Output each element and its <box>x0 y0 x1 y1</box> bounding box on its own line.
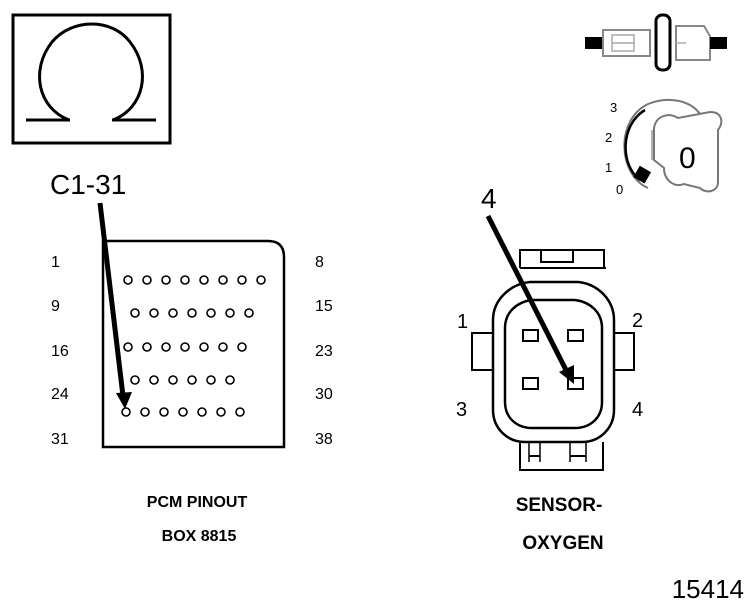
pcm-pin <box>225 308 235 318</box>
pcm-connector-body <box>101 239 286 449</box>
pcm-pin <box>199 275 209 285</box>
pcm-pin <box>235 407 245 417</box>
ignition-position-0: 0 <box>616 182 623 197</box>
pcm-pin <box>140 407 150 417</box>
pcm-pin <box>121 407 131 417</box>
pcm-pin <box>199 342 209 352</box>
pcm-caption-title: PCM PINOUT <box>147 494 248 511</box>
pcm-pin <box>159 407 169 417</box>
pcm-pin <box>142 275 152 285</box>
pcm-pin <box>216 407 226 417</box>
pcm-callout-arrow <box>97 202 132 409</box>
sensor-terminal-4 <box>567 377 584 390</box>
ohm-meter-box <box>11 13 172 145</box>
pcm-pin-grid <box>121 275 266 417</box>
ignition-switch-icon: 3 2 1 0 0 <box>605 98 723 197</box>
pcm-pin <box>123 275 133 285</box>
pcm-pin <box>237 342 247 352</box>
pcm-pin <box>187 375 197 385</box>
pcm-pin <box>244 308 254 318</box>
pcm-pin <box>218 342 228 352</box>
pcm-callout-label: C1-31 <box>50 169 126 200</box>
pcm-pin <box>237 275 247 285</box>
pcm-right-label-30: 30 <box>315 386 333 403</box>
pcm-pin <box>168 375 178 385</box>
sensor-callout-label: 4 <box>481 183 497 214</box>
pcm-pin <box>168 308 178 318</box>
pcm-pin <box>206 375 216 385</box>
pcm-right-label-38: 38 <box>315 431 333 448</box>
pcm-pin <box>197 407 207 417</box>
pcm-right-label-15: 15 <box>315 298 333 315</box>
pcm-pin <box>180 275 190 285</box>
pcm-pin <box>149 308 159 318</box>
pcm-pin <box>142 342 152 352</box>
sensor-pin-label-4: 4 <box>632 399 643 421</box>
pcm-pin <box>130 308 140 318</box>
pcm-pin <box>218 275 228 285</box>
ignition-key-label: 0 <box>679 142 696 175</box>
pcm-pin <box>130 375 140 385</box>
sensor-caption-line1: SENSOR- <box>516 495 603 516</box>
sensor-pin-label-1: 1 <box>457 311 468 333</box>
ignition-position-3: 3 <box>610 100 617 115</box>
pcm-pin <box>149 375 159 385</box>
sensor-terminal-3 <box>522 377 539 390</box>
pcm-pin <box>180 342 190 352</box>
pcm-pin <box>187 308 197 318</box>
figure-number: 15414 <box>672 574 744 604</box>
pcm-pin <box>161 275 171 285</box>
pcm-pin <box>161 342 171 352</box>
pcm-pinout: C1-31 1 9 16 24 31 8 15 23 30 38 PCM PIN… <box>50 169 333 545</box>
pcm-left-label-31: 31 <box>51 431 69 448</box>
pcm-pin <box>256 275 266 285</box>
sensor-pin-label-3: 3 <box>456 399 467 421</box>
ignition-position-2: 2 <box>605 130 612 145</box>
sensor-pin-label-2: 2 <box>632 310 643 332</box>
pcm-pin <box>123 342 133 352</box>
ignition-position-1: 1 <box>605 160 612 175</box>
ohm-icon <box>26 22 156 122</box>
sensor-terminal-2 <box>567 329 584 342</box>
pcm-pin <box>178 407 188 417</box>
oxygen-sensor-connector: 4 1 2 3 4 SENSOR- OXYGEN <box>456 183 643 554</box>
pcm-right-label-23: 23 <box>315 343 333 360</box>
pcm-pin <box>225 375 235 385</box>
pcm-left-label-24: 24 <box>51 386 69 403</box>
disconnected-connector-icon <box>585 13 727 72</box>
sensor-caption-line2: OXYGEN <box>522 533 603 554</box>
pcm-left-label-16: 16 <box>51 343 69 360</box>
pcm-left-label-9: 9 <box>51 298 60 315</box>
sensor-callout-arrow <box>485 214 574 384</box>
pcm-pin <box>206 308 216 318</box>
pcm-right-label-8: 8 <box>315 254 324 271</box>
pcm-caption-box: BOX 8815 <box>162 528 237 545</box>
pcm-left-label-1: 1 <box>51 254 60 271</box>
sensor-terminal-1 <box>522 329 539 342</box>
